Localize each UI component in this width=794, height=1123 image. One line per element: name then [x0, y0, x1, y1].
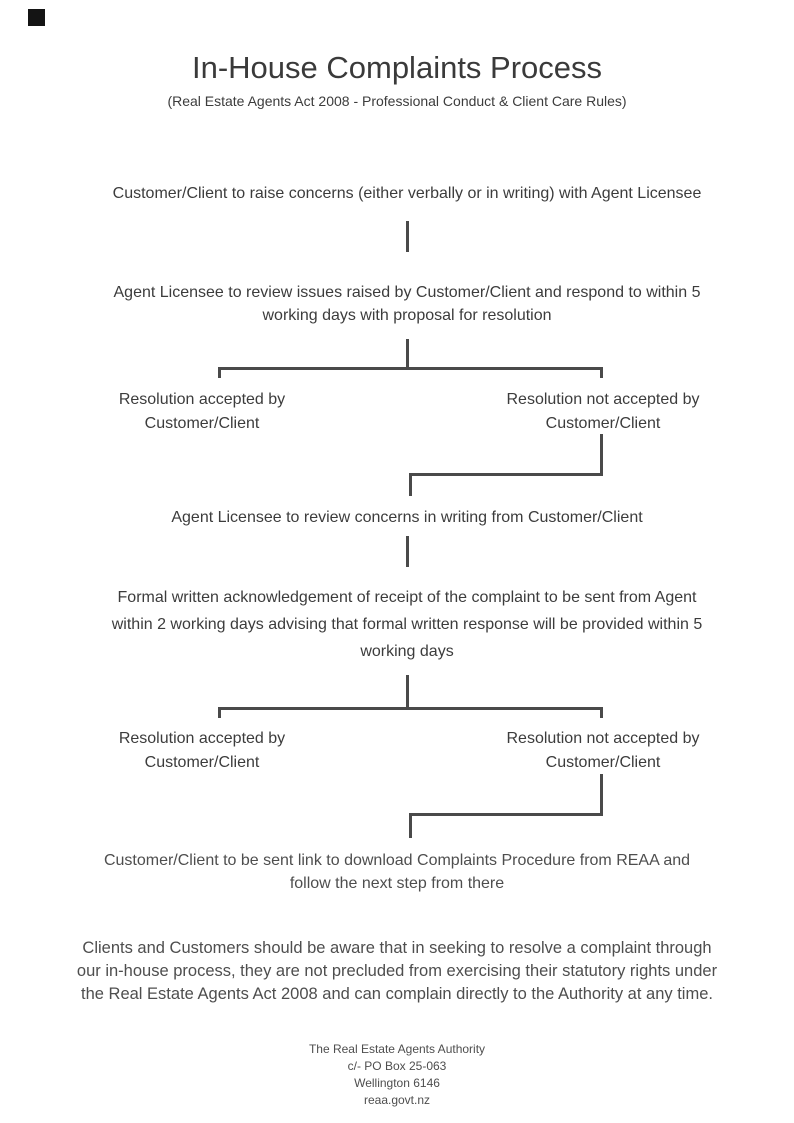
elbow2-horizontal: [409, 813, 603, 816]
elbow2-right-vertical: [600, 774, 603, 813]
elbow1-horizontal: [409, 473, 603, 476]
flow-step-acknowledgement: Formal written acknowledgement of receip…: [111, 589, 703, 660]
connector-step2-branch1: [406, 339, 409, 367]
branch2-label-not-accepted: Resolution not accepted by Customer/Clie…: [506, 730, 700, 771]
flow-step-review-written: Agent Licensee to review concerns in wri…: [171, 509, 643, 526]
corner-mark: [28, 9, 45, 26]
flow-step-review-respond: Agent Licensee to review issues raised b…: [113, 284, 701, 324]
page-title: In-House Complaints Process: [191, 50, 603, 85]
connector-step1-step2: [406, 221, 409, 252]
elbow2-left-vertical: [409, 816, 412, 838]
elbow1-right-vertical: [600, 434, 603, 473]
page-subtitle: (Real Estate Agents Act 2008 - Professio…: [167, 93, 627, 109]
flow-step-raise-concerns: Customer/Client to raise concerns (eithe…: [112, 185, 702, 202]
elbow1-left-vertical: [409, 476, 412, 496]
branch-bar-top: [218, 367, 603, 378]
branch2-label-accepted: Resolution accepted by Customer/Client: [118, 730, 286, 771]
branch1-label-not-accepted: Resolution not accepted by Customer/Clie…: [506, 391, 700, 432]
connector-step3-step4: [406, 536, 409, 567]
disclaimer-paragraph: Clients and Customers should be aware th…: [76, 939, 718, 1003]
footer-address: The Real Estate Agents Authority c/- PO …: [308, 1042, 486, 1107]
flow-step-download-link: Customer/Client to be sent link to downl…: [103, 852, 691, 892]
branch1-label-accepted: Resolution accepted by Customer/Client: [118, 391, 286, 432]
connector-step4-branch2: [406, 675, 409, 707]
branch-bar-bottom: [218, 707, 603, 718]
